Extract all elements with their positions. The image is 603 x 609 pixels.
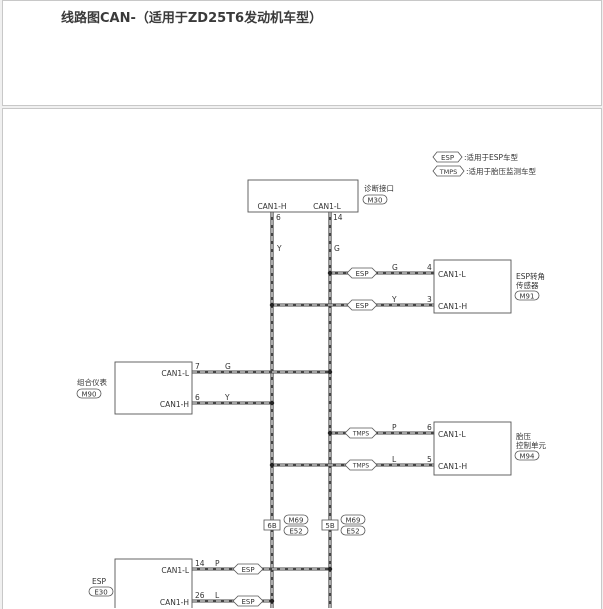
esp-sensor-label-line1: ESP转角 [516,271,545,281]
esp-sensor-pin-h-label: CAN1-H [438,302,467,311]
tpms-label-line2: 控制单元 [516,440,546,450]
esp-module-pin-h-num: 26 [195,591,205,600]
esp-module-pin-h-label: CAN1-H [160,598,189,607]
splice-right-pin: 5B [325,522,334,530]
splice-right-code-top: M69 [346,517,361,525]
splice-left-code-bottom: E52 [289,528,302,536]
esp-module-wire-l-color: P [215,559,220,568]
diag-wire-l-color: G [334,244,340,253]
esp-module-tag-l: ESP [241,566,254,574]
tpms-pin-h-label: CAN1-H [438,462,467,471]
cluster-pin-l-num: 7 [195,362,200,371]
esp-sensor-tag-h: ESP [355,302,368,310]
tpms-pin-l-num: 6 [427,423,432,432]
esp-sensor-code: M91 [520,293,535,301]
tpms-wire-l-color: P [392,423,397,432]
diag-label: 诊断接口 [364,183,394,193]
legend-esp-tag: ESP [441,154,454,162]
cluster-pin-h-num: 6 [195,393,200,402]
diag-pin-h-num: 6 [276,213,281,222]
cluster-label: 组合仪表 [77,377,107,387]
esp-steering-sensor: CAN1-L CAN1-H 4 3 G Y ESP ESP ESP转角 传感器 … [346,259,545,314]
splice-left-code-top: M69 [289,517,304,525]
tpms-code: M94 [520,453,535,461]
tpms-pin-h-num: 5 [427,455,432,464]
splice-right-code-bottom: E52 [346,528,359,536]
diagnostic-connector: CAN1-H CAN1-L 6 14 Y G 诊断接口 M30 [247,179,394,253]
esp-module-pin-l-label: CAN1-L [161,566,189,575]
cluster-code: M90 [82,391,97,399]
esp-sensor-pin-l-num: 4 [427,263,432,272]
legend-esp-text: :适用于ESP车型 [464,152,519,162]
esp-sensor-label-line2: 传感器 [516,280,539,290]
splice-dots [269,270,333,604]
cluster-pin-h-label: CAN1-H [160,400,189,409]
tpms-pin-l-label: CAN1-L [438,430,466,439]
tpms-control-unit: CAN1-L CAN1-H 6 5 P L TMPS TMPS 胎压 控制单元 … [344,421,546,476]
esp-module-wire-h-color: L [215,591,220,600]
diag-pin-h-label: CAN1-H [257,202,286,211]
esp-module-pin-l-num: 14 [195,559,205,568]
cluster-wire-l-color: G [225,362,231,371]
diag-pin-l-num: 14 [333,213,343,222]
esp-sensor-pin-l-label: CAN1-L [438,270,466,279]
branch-wires [192,271,434,603]
bus-trunk-wires [270,212,332,608]
legend-tmps-tag: TMPS [439,168,458,176]
esp-sensor-pin-h-num: 3 [427,295,432,304]
legend: ESP :适用于ESP车型 TMPS :适用于胎压监测车型 [432,151,537,177]
esp-module: CAN1-L CAN1-H 14 26 P L ESP ESP ESP E30 [88,558,264,608]
splice-connectors: 6B M69 E52 5B M69 E52 [263,514,366,536]
esp-module-tag-h: ESP [241,598,254,606]
esp-module-label: ESP [92,577,106,586]
cluster-wire-h-color: Y [224,393,230,402]
diag-pin-l-label: CAN1-L [313,202,341,211]
instrument-cluster: CAN1-L CAN1-H 7 6 G Y 组合仪表 M90 [76,361,231,415]
tpms-tag-h: TMPS [352,463,369,470]
tpms-wire-h-color: L [392,455,397,464]
esp-sensor-tag-l: ESP [355,270,368,278]
page-title: 线路图CAN-（适用于ZD25T6发动机车型） [61,11,323,26]
header-panel: 线路图CAN-（适用于ZD25T6发动机车型） [2,0,602,106]
diag-code: M30 [368,197,383,205]
tpms-tag-l: TMPS [352,431,369,438]
esp-sensor-wire-l-color: G [392,263,398,272]
cluster-pin-l-label: CAN1-L [161,369,189,378]
tpms-label-line1: 胎压 [516,431,531,441]
diag-wire-h-color: Y [276,244,282,253]
esp-sensor-wire-h-color: Y [391,295,397,304]
splice-left-pin: 6B [267,522,276,530]
esp-module-code: E30 [94,589,107,597]
legend-tmps-text: :适用于胎压监测车型 [466,166,537,176]
